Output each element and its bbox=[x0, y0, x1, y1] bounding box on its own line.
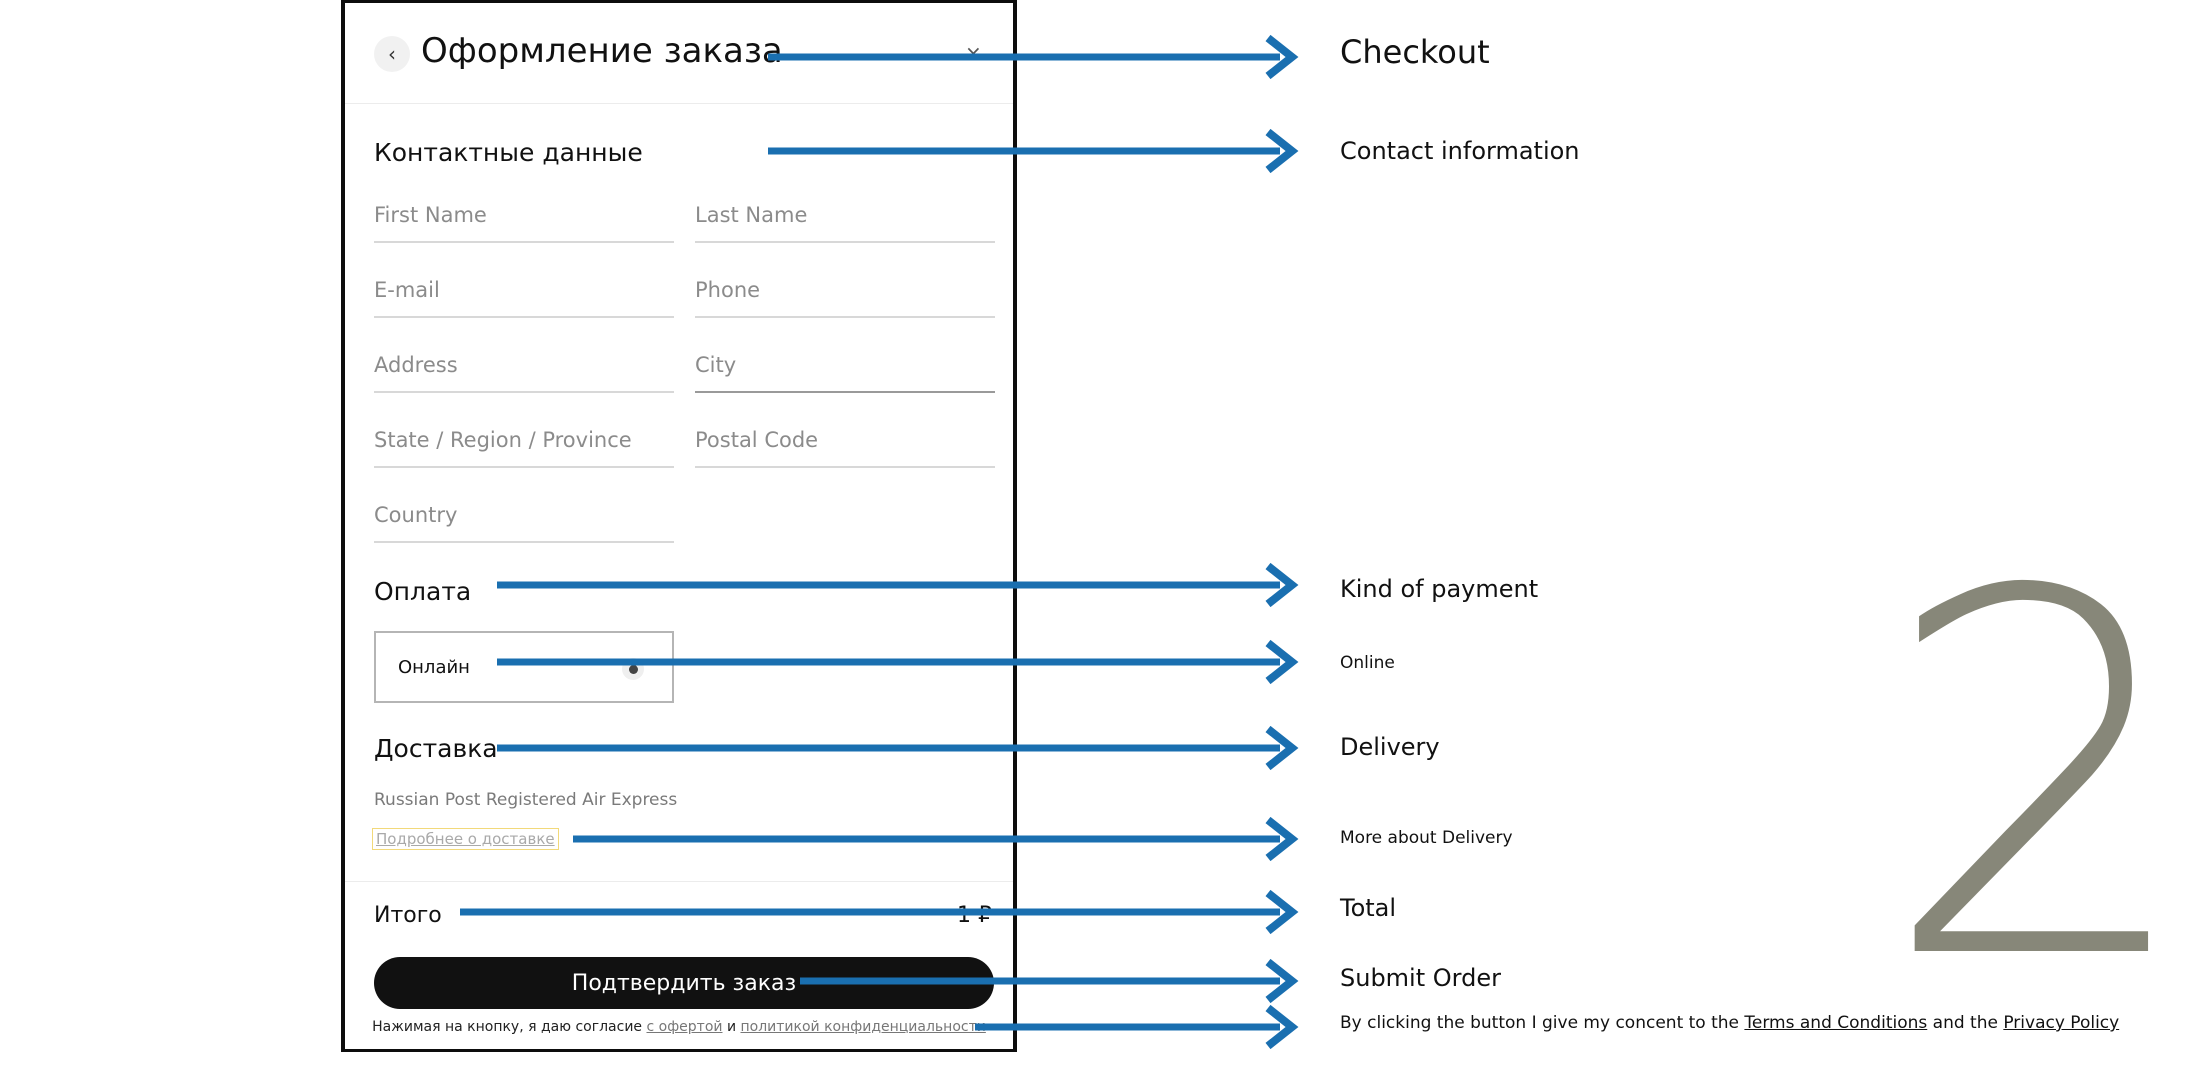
city-field bbox=[695, 337, 995, 393]
postal-code-field bbox=[695, 412, 995, 468]
address-field bbox=[374, 337, 674, 393]
checkout-title: Оформление заказа bbox=[421, 31, 783, 71]
first-name-input[interactable] bbox=[374, 203, 674, 227]
label-more-about-delivery: More about Delivery bbox=[1340, 828, 1513, 848]
arrow-contact bbox=[768, 128, 1299, 174]
postal-code-input[interactable] bbox=[695, 428, 995, 452]
delivery-details-link[interactable]: Подробнее о доставке bbox=[372, 828, 559, 850]
step-number: 2 bbox=[1880, 487, 2199, 1069]
divider bbox=[345, 881, 1013, 882]
last-name-input[interactable] bbox=[695, 203, 995, 227]
email-input[interactable] bbox=[374, 278, 674, 302]
phone-field bbox=[695, 262, 995, 318]
chevron-left-icon: ‹ bbox=[388, 42, 396, 66]
phone-input[interactable] bbox=[695, 278, 995, 302]
country-input[interactable] bbox=[374, 503, 674, 527]
email-field bbox=[374, 262, 674, 318]
privacy-link[interactable]: политикой конфиденциальности bbox=[740, 1019, 986, 1035]
label-submit-order: Submit Order bbox=[1340, 964, 1501, 992]
offer-link[interactable]: с офертой bbox=[646, 1019, 723, 1035]
arrow-delivery bbox=[497, 725, 1299, 771]
country-field bbox=[374, 487, 674, 543]
consent-text: Нажимая на кнопку, я даю согласие с офер… bbox=[372, 1019, 986, 1035]
label-total: Total bbox=[1340, 894, 1397, 922]
payment-section-title: Оплата bbox=[374, 577, 472, 606]
first-name-field bbox=[374, 187, 674, 243]
label-online: Online bbox=[1340, 653, 1395, 673]
delivery-method: Russian Post Registered Air Express bbox=[374, 790, 678, 810]
terms-link[interactable]: Terms and Conditions bbox=[1744, 1013, 1928, 1033]
label-kind-of-payment: Kind of payment bbox=[1340, 575, 1539, 603]
label-consent: By clicking the button I give my concent… bbox=[1340, 1013, 2120, 1033]
contact-section-title: Контактные данные bbox=[374, 138, 643, 167]
state-input[interactable] bbox=[374, 428, 674, 452]
city-input[interactable] bbox=[695, 353, 995, 377]
state-field bbox=[374, 412, 674, 468]
delivery-section-title: Доставка bbox=[374, 734, 498, 763]
arrow-online bbox=[497, 639, 1299, 685]
last-name-field bbox=[695, 187, 995, 243]
arrow-checkout bbox=[768, 34, 1299, 80]
arrow-total bbox=[460, 889, 1299, 935]
address-input[interactable] bbox=[374, 353, 674, 377]
label-checkout: Checkout bbox=[1340, 33, 1490, 71]
payment-option-label: Онлайн bbox=[398, 656, 470, 678]
arrow-more-delivery bbox=[573, 816, 1299, 862]
arrow-payment bbox=[497, 562, 1299, 608]
privacy-policy-link[interactable]: Privacy Policy bbox=[2003, 1013, 2120, 1033]
total-label: Итого bbox=[374, 903, 442, 928]
arrow-submit bbox=[800, 958, 1299, 1004]
arrow-consent bbox=[975, 1004, 1299, 1050]
back-button[interactable]: ‹ bbox=[374, 36, 410, 72]
label-delivery: Delivery bbox=[1340, 733, 1440, 761]
label-contact-information: Contact information bbox=[1340, 137, 1580, 165]
